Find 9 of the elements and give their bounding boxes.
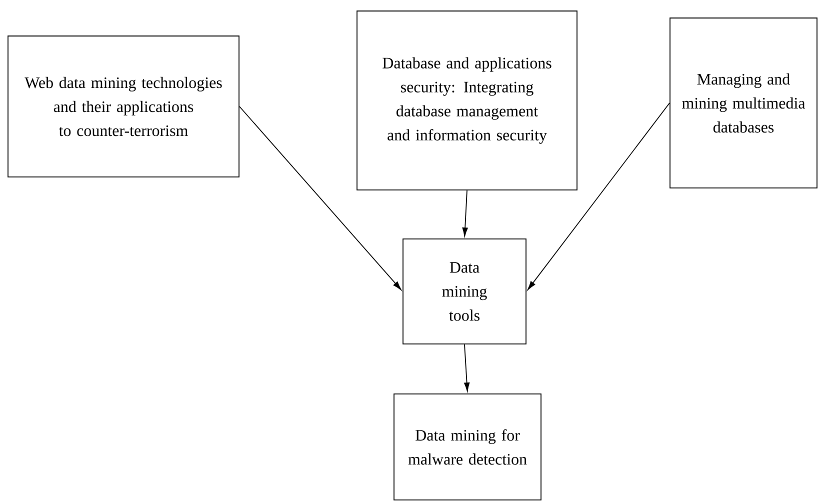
text-box: Managing and mining multimedia databases [670, 18, 818, 188]
arrow [464, 344, 470, 392]
arrow [462, 190, 468, 236]
text-box: Web data mining technologies and their applications to counter-terrorism [8, 36, 240, 178]
text-box: Data mining tools [402, 238, 526, 344]
arrow [239, 106, 402, 290]
text-box: Database and applications security: Integrating database management and information security [356, 10, 578, 190]
arrow [528, 102, 670, 290]
text-box: Data mining for malware detection [394, 394, 542, 500]
